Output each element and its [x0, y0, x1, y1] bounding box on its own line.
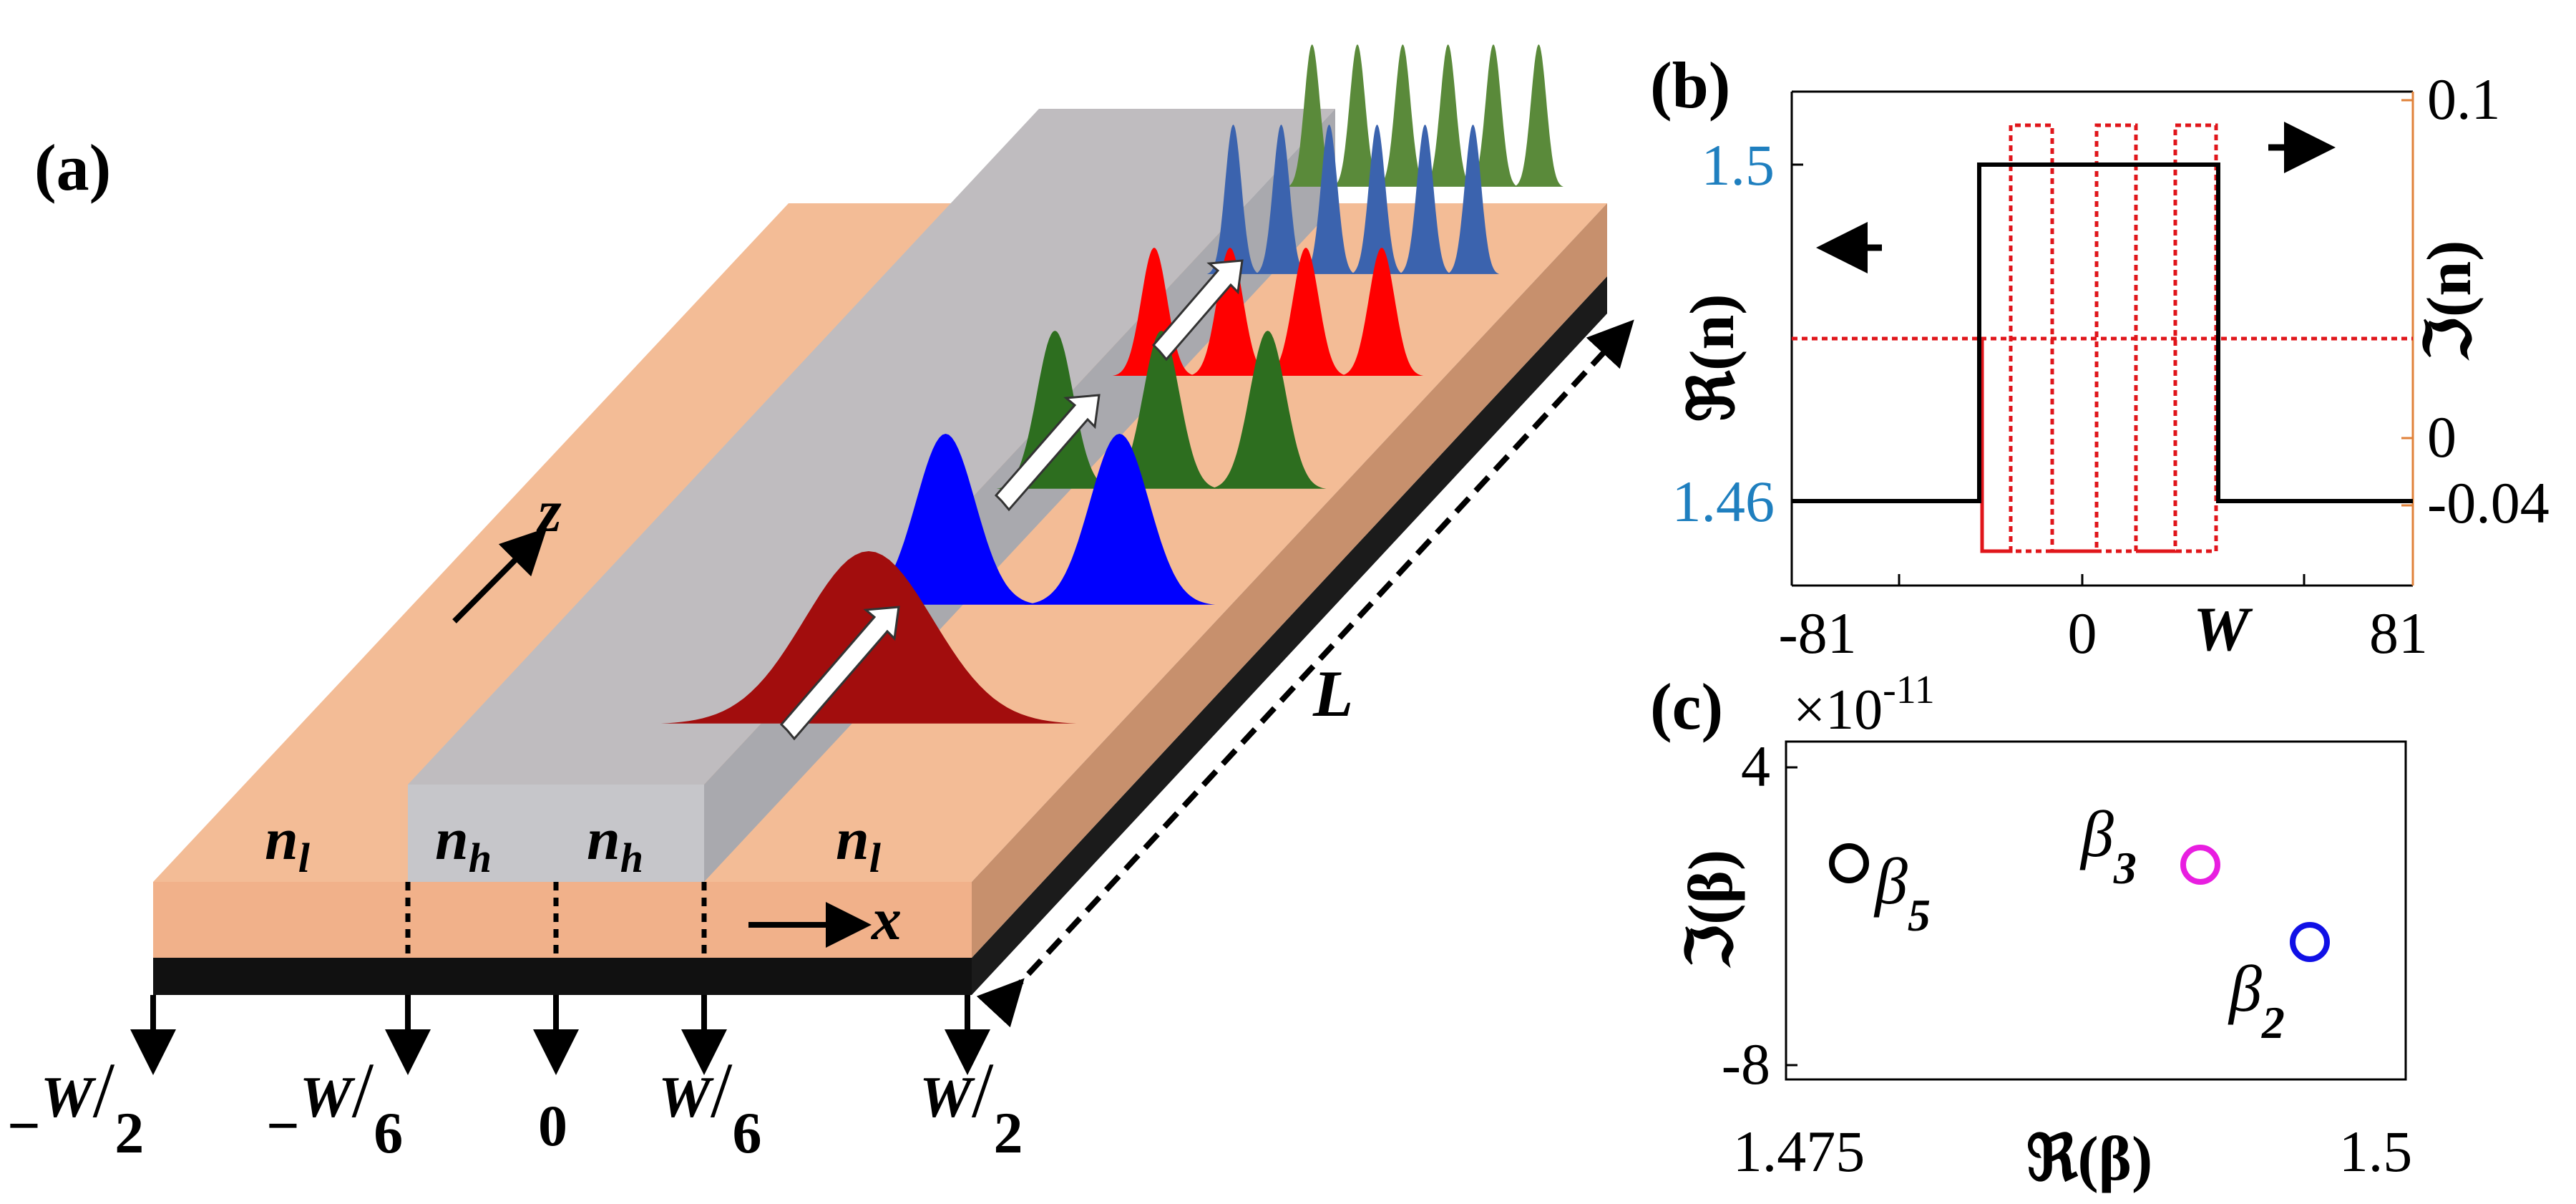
gaussian-pulse — [1423, 44, 1473, 187]
c-plot-frame — [1785, 740, 2407, 1081]
length-arrow — [976, 319, 1634, 1028]
b-x-label: W — [2193, 595, 2253, 664]
gaussian-pulse — [1302, 125, 1356, 274]
gaussian-pulse — [1468, 44, 1518, 187]
tick-label-minus-w2: −W/2 — [7, 1047, 144, 1165]
tick-label-w2: W/2 — [919, 1047, 1023, 1165]
c-y-tick-label-1: 4 — [1741, 734, 1770, 799]
real-index-profile — [1792, 162, 2413, 503]
tick-label-w6: W/6 — [658, 1047, 761, 1165]
label-right-nl: nl — [836, 806, 882, 881]
b-left-tick-label-2: 1.46 — [1672, 469, 1775, 534]
c-point-beta3 — [2180, 845, 2220, 885]
gaussian-pulse — [1254, 125, 1308, 274]
core-top — [408, 109, 1335, 785]
b-x-tick-label-2: 0 — [2068, 601, 2097, 666]
c-exponent: ×10-11 — [1793, 668, 1935, 742]
c-x-tick-label-1: 1.475 — [1733, 1119, 1865, 1184]
c-label-beta5: β5 — [1873, 845, 1931, 941]
c-point-beta2 — [2290, 922, 2330, 962]
tick-label-zero: 0 — [538, 1093, 567, 1158]
length-label: L — [1312, 657, 1353, 730]
tick-label-minus-w6: −W/6 — [266, 1047, 403, 1165]
position-arrows — [130, 995, 990, 1075]
gaussian-pulse — [1513, 44, 1564, 187]
z-axis-label: z — [536, 478, 562, 545]
gaussian-pulse — [1377, 44, 1428, 187]
c-label-beta2: β2 — [2228, 952, 2285, 1048]
c-label-beta3: β3 — [2079, 797, 2137, 893]
label-core-right-nh: nh — [587, 806, 643, 881]
gaussian-pulse — [1398, 125, 1452, 274]
gaussian-pulse — [1350, 125, 1404, 274]
label-core-left-nh: nh — [435, 806, 492, 881]
b-right-tick-label-3: -0.04 — [2427, 470, 2550, 535]
c-y-tick-label-2: -8 — [1722, 1031, 1770, 1097]
panel-a: (a) nl nh nh nl z x — [7, 44, 1634, 1165]
panel-c: (c) ×10-11 4 -8 1.475 1.5 ℜ(β) ℑ(β) β5 β… — [1650, 668, 2412, 1194]
panel-b-label: (b) — [1650, 49, 1730, 122]
c-x-label: ℜ(β) — [2026, 1125, 2153, 1194]
panel-a-label: (a) — [34, 131, 111, 204]
label-left-nl: nl — [265, 806, 311, 881]
b-right-tick-label-1: 0.1 — [2427, 67, 2501, 132]
b-right-tick-label-2: 0 — [2427, 404, 2457, 470]
region-separators — [405, 882, 707, 958]
gaussian-pulse — [1206, 125, 1260, 274]
gaussian-pulse — [1332, 44, 1382, 187]
panel-c-label: (c) — [1650, 670, 1723, 743]
b-x-tick-label-1: -81 — [1778, 601, 1856, 666]
b-left-tick-label-1: 1.5 — [1702, 132, 1775, 198]
b-x-tick-label-3: 81 — [2369, 601, 2428, 666]
core-front — [408, 785, 704, 882]
imag-index-profile — [1792, 123, 2413, 553]
b-left-y-label: ℜ(n) — [1678, 293, 1747, 422]
c-x-tick-label-2: 1.5 — [2339, 1119, 2413, 1184]
c-point-beta5 — [1829, 843, 1869, 883]
cladding-front — [153, 882, 972, 958]
gaussian-pulse — [1446, 125, 1500, 274]
substrate-front — [153, 958, 972, 995]
b-right-y-label: ℑ(n) — [2415, 241, 2484, 361]
c-y-label: ℑ(β) — [1677, 850, 1746, 968]
z-axis-arrow — [452, 528, 547, 623]
propagation-arrow-1 — [779, 606, 900, 741]
x-axis-label: x — [870, 886, 902, 953]
panel-b: (b) 1.5 1.46 0.1 — [1650, 49, 2550, 666]
